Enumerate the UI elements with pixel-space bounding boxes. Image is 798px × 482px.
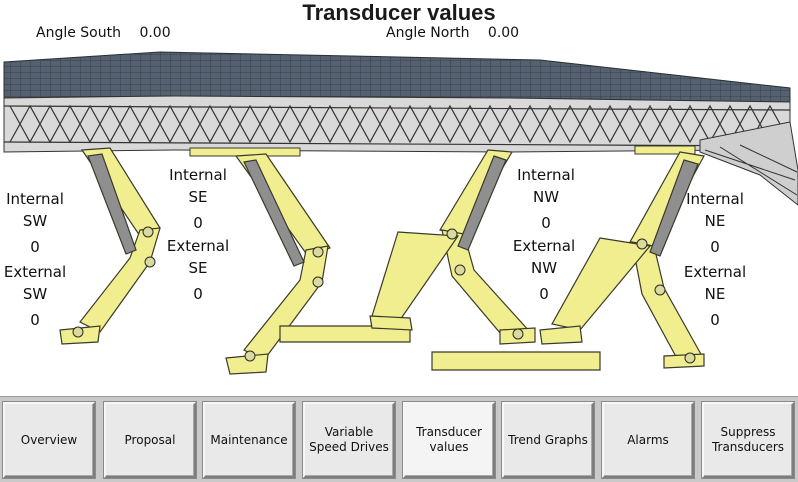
internal-ne-label: Internal [686, 190, 744, 208]
internal-nw: Internal NW 0 [511, 164, 581, 234]
angle-south: Angle South 0.00 [36, 25, 171, 41]
external-ne-value: 0 [710, 311, 720, 329]
internal-sw: Internal SW 0 [0, 188, 70, 258]
angle-south-label: Angle South [36, 25, 121, 41]
external-se-label: External [166, 237, 230, 255]
bridge-structure-illustration [3, 51, 798, 375]
internal-ne-position: NE [704, 212, 726, 230]
maintenance-button[interactable]: Maintenance [203, 402, 295, 478]
internal-se-position: SE [188, 188, 208, 206]
internal-ne: Internal NE 0 [680, 188, 750, 258]
external-sw: External SW 0 [0, 261, 70, 331]
leg-se [225, 153, 411, 375]
external-sw-label: External [3, 263, 67, 281]
angle-north: Angle North 0.00 [386, 25, 519, 41]
external-se-position: SE [188, 259, 208, 277]
angle-north-value: 0.00 [487, 25, 520, 41]
transducer-values-button[interactable]: Transducer values [403, 402, 495, 478]
leg-nw [369, 149, 536, 345]
external-ne: External NE 0 [680, 261, 750, 331]
angle-north-label: Angle North [386, 25, 470, 41]
proposal-button[interactable]: Proposal [104, 402, 196, 478]
internal-sw-position: SW [22, 212, 48, 230]
internal-se-value: 0 [193, 214, 203, 232]
external-sw-value: 0 [30, 311, 40, 329]
alarms-button[interactable]: Alarms [602, 402, 694, 478]
external-se-value: 0 [193, 285, 203, 303]
external-nw-value: 0 [539, 285, 549, 303]
external-nw: External NW 0 [509, 235, 579, 305]
external-nw-label: External [512, 237, 576, 255]
internal-nw-value: 0 [541, 214, 551, 232]
external-nw-position: NW [530, 259, 558, 277]
leg-sw [59, 147, 161, 345]
page-title: Transducer values [302, 0, 496, 25]
internal-sw-label: Internal [6, 190, 64, 208]
internal-se: Internal SE 0 [163, 164, 233, 234]
overview-button[interactable]: Overview [3, 402, 95, 478]
internal-sw-value: 0 [30, 238, 40, 256]
leg-ne [431, 151, 705, 371]
internal-ne-value: 0 [710, 238, 720, 256]
internal-nw-label: Internal [517, 166, 575, 184]
suppress-transducers-button[interactable]: Suppress Transducers [702, 402, 794, 478]
deck-pad [634, 145, 696, 155]
deck-surface [3, 51, 791, 103]
internal-se-label: Internal [169, 166, 227, 184]
navigation-bar: Overview Proposal Maintenance Variable S… [0, 396, 798, 482]
internal-nw-position: NW [532, 188, 560, 206]
external-se: External SE 0 [163, 235, 233, 305]
external-sw-position: SW [22, 285, 48, 303]
external-ne-position: NE [704, 285, 726, 303]
trend-graphs-button[interactable]: Trend Graphs [502, 402, 594, 478]
truss-frame [3, 95, 798, 206]
angle-south-value: 0.00 [139, 25, 171, 41]
variable-speed-drives-button[interactable]: Variable Speed Drives [303, 402, 395, 478]
external-ne-label: External [683, 263, 747, 281]
